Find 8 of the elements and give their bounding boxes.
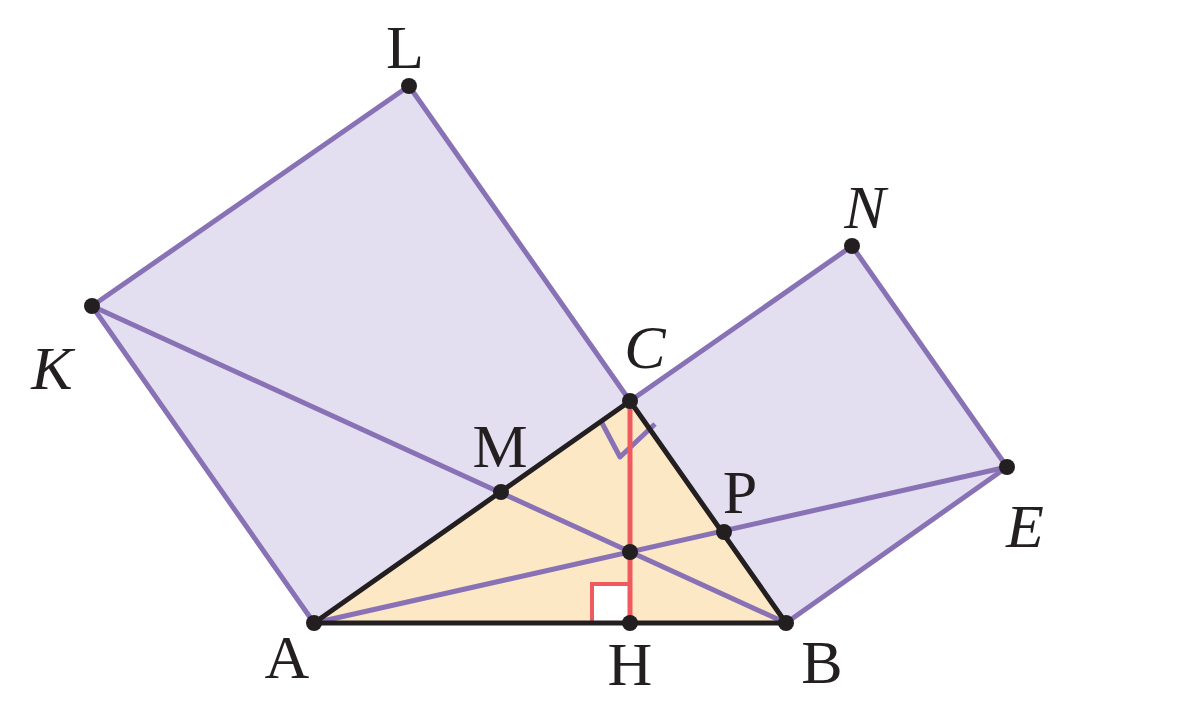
point-label: M (472, 415, 528, 477)
point-label: C (624, 316, 666, 378)
point-label: A (264, 626, 310, 688)
point-label: L (386, 16, 424, 78)
point-label: H (607, 633, 653, 695)
point-label: E (1006, 495, 1044, 557)
point-label: P (722, 461, 758, 523)
point-label: B (801, 631, 843, 693)
